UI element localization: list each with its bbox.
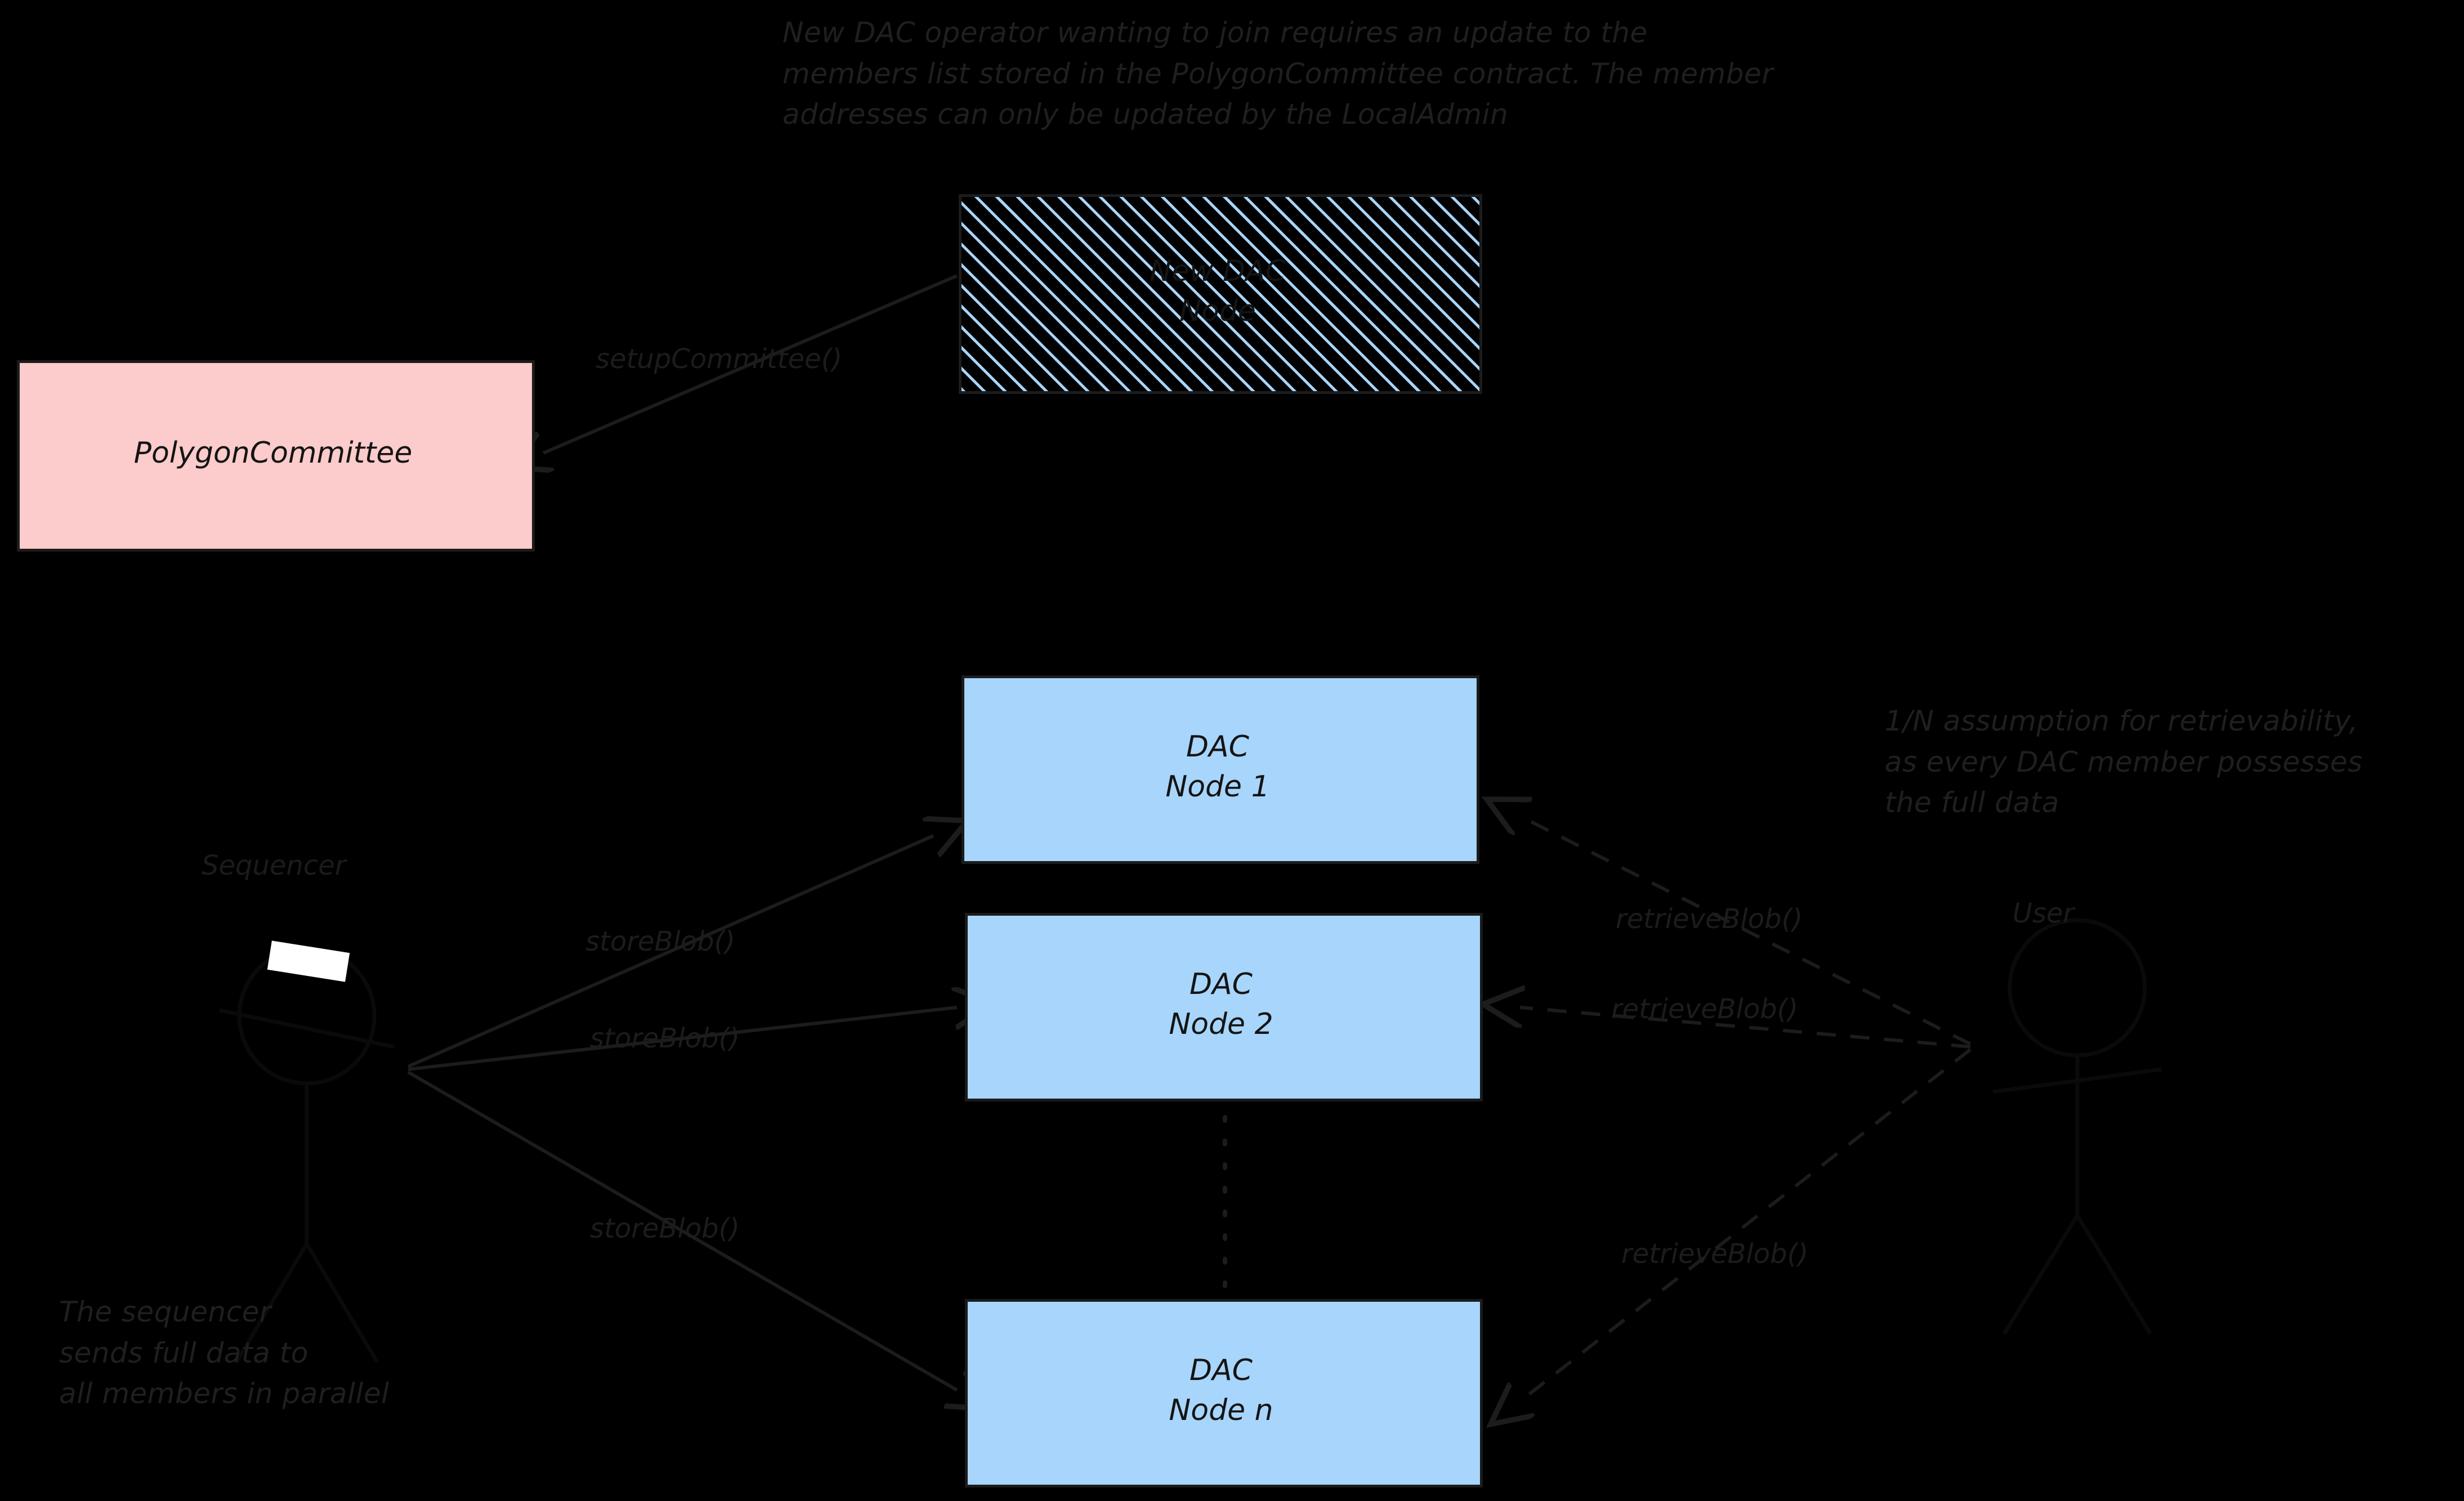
- polygon-committee-label: PolygonCommittee: [133, 436, 413, 470]
- dac-node-2-line2: Node 2: [1169, 1007, 1273, 1041]
- note-bottom-left: The sequencer sends full data to all mem…: [59, 1296, 390, 1410]
- polygon-committee-box[interactable]: [17, 360, 535, 552]
- sequencer-label: Sequencer: [202, 850, 346, 881]
- edge-label-store-blob-1: storeBlob(): [585, 926, 736, 957]
- edge-retrieve-blob-n: [1520, 1048, 1971, 1401]
- new-dac-node-label: New DAC Node: [959, 194, 1477, 388]
- dac-node-2-line1: DAC: [1189, 967, 1253, 1002]
- dac-node-2-box[interactable]: [965, 913, 1483, 1101]
- edge-setup-committee: [543, 274, 958, 453]
- new-dac-node-line2: Node: [1179, 294, 1256, 328]
- edge-store-blob-2: [408, 1007, 957, 1071]
- edge-retrieve-blob-2: [1520, 1007, 1971, 1049]
- edge-store-blob-n: [407, 1070, 957, 1390]
- edge-label-setup-committee: setupCommittee(): [596, 343, 843, 375]
- dac-node-n-label: DAC Node n: [965, 1299, 1477, 1482]
- dac-node-n-line1: DAC: [1189, 1354, 1253, 1388]
- edge-label-store-blob-2: storeBlob(): [590, 1023, 740, 1054]
- dac-node-1-box[interactable]: [962, 675, 1479, 864]
- new-dac-node-line1: New DAC: [1150, 254, 1286, 289]
- edge-label-store-blob-n: storeBlob(): [590, 1213, 740, 1244]
- edge-retrieve-blob-1: [1520, 816, 1971, 1046]
- edge-label-retrieve-blob-n: retrieveBlob(): [1621, 1238, 1809, 1270]
- edge-label-retrieve-blob-2: retrieveBlob(): [1611, 993, 1799, 1025]
- note-top: New DAC operator wanting to join require…: [782, 16, 1774, 131]
- dac-node-1-line2: Node 1: [1165, 769, 1270, 804]
- dac-node-2-label: DAC Node 2: [965, 913, 1477, 1096]
- edge-store-blob-1: [407, 836, 933, 1068]
- user-figure: [1992, 918, 2162, 1335]
- note-right: 1/N assumption for retrievability, as ev…: [1885, 705, 2363, 819]
- user-label: User: [2013, 898, 2074, 929]
- dac-node-n-line2: Node n: [1169, 1393, 1273, 1427]
- edge-label-retrieve-blob-1: retrieveBlob(): [1616, 903, 1803, 935]
- new-dac-node-box[interactable]: [959, 194, 1482, 394]
- dac-node-1-label: DAC Node 1: [962, 675, 1474, 858]
- dac-node-1-line1: DAC: [1186, 730, 1249, 764]
- dac-node-n-box[interactable]: [965, 1299, 1483, 1487]
